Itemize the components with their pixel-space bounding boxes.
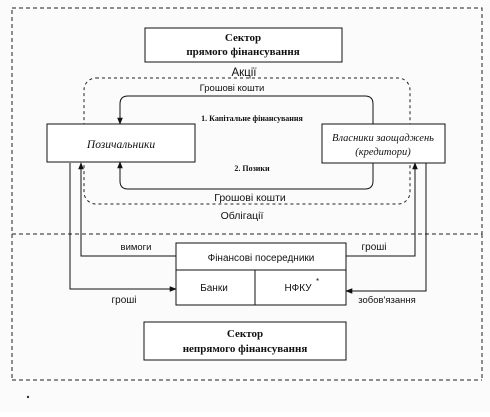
label-money-right: гроші <box>361 242 386 253</box>
label-money-top: Грошові кошти <box>200 83 265 94</box>
nfku-label: НФКУ <box>284 283 312 294</box>
direct-sector-line1: Сектор <box>225 32 261 44</box>
savers-box <box>321 123 446 164</box>
savers-label-line1: Власники заощаджень <box>332 133 434 144</box>
indirect-sector-box <box>143 321 347 361</box>
label-money-left: гроші <box>111 295 136 306</box>
label-loans: 2. Позики <box>234 164 270 173</box>
savers-label-line2: (кредитори) <box>355 147 411 158</box>
claims-arrow <box>78 162 176 257</box>
label-bonds: Облігації <box>221 210 264 222</box>
money-flow-top <box>117 95 374 125</box>
money-flow-bottom <box>117 161 374 190</box>
indirect-sector-line2: непрямого фінансування <box>183 343 308 355</box>
nfku-footnote-mark: * <box>316 277 319 286</box>
intermediaries-title: Фінансові посередники <box>208 253 315 264</box>
money-from-intermediaries-arrow <box>346 162 418 257</box>
scan-speck <box>26 395 30 399</box>
banks-label: Банки <box>200 283 228 294</box>
borrowers-label: Позичальники <box>86 139 155 151</box>
label-money-bottom: Грошові кошти <box>214 192 286 204</box>
securities-flow-loop <box>83 77 411 205</box>
direct-sector-box <box>144 27 343 63</box>
intermediaries-box <box>175 242 347 306</box>
borrowers-box <box>46 123 196 163</box>
obligations-arrow <box>345 163 427 294</box>
label-capital-financing: 1. Капітальне фінансування <box>201 114 303 123</box>
money-to-intermediaries-arrow <box>69 163 177 292</box>
label-shares: Акції <box>231 67 257 79</box>
label-claims: вимоги <box>121 242 152 253</box>
direct-sector-frame <box>11 7 483 235</box>
indirect-sector-line1: Сектор <box>227 328 263 340</box>
direct-sector-line2: прямого фінансування <box>186 46 299 58</box>
label-obligations: зобов'язання <box>358 295 416 306</box>
